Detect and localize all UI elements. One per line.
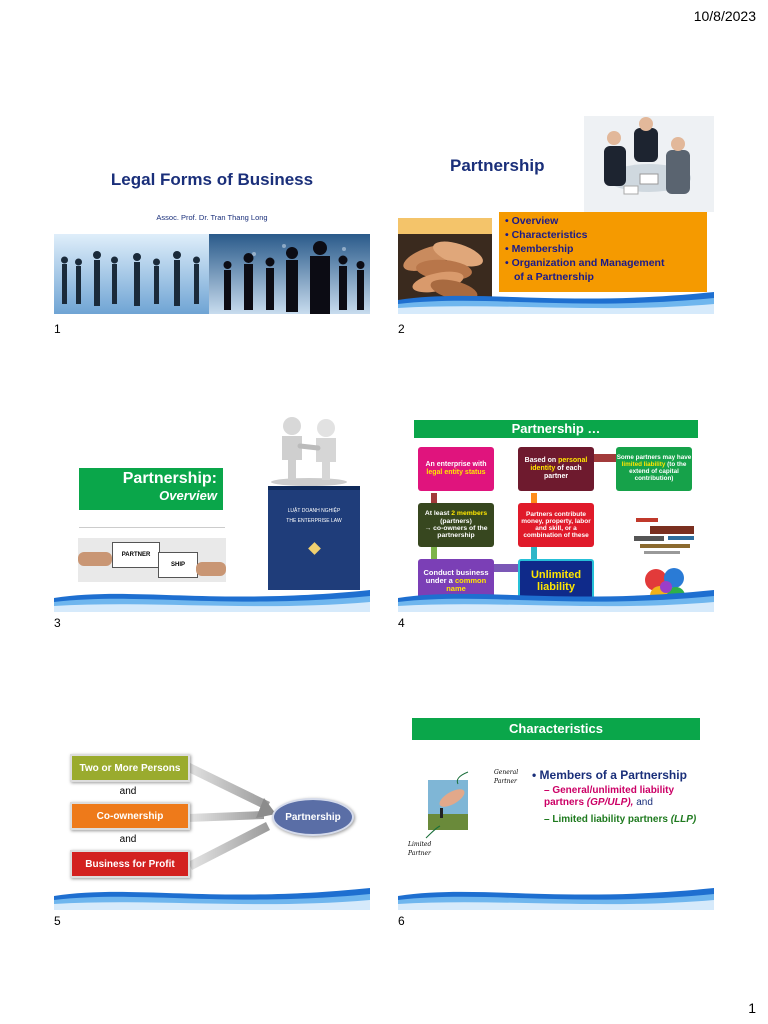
- sub-bullet-limited: – Limited liability partners (LLP): [544, 814, 697, 825]
- business-people-image: [54, 234, 370, 314]
- box-two-members: At least 2 members (partners)→ co-owners…: [418, 503, 494, 547]
- hand-right-icon: [196, 562, 226, 576]
- slide-2-bullets: • Overview • Characteristics • Membershi…: [499, 212, 707, 292]
- slide-6-number: 6: [398, 914, 405, 928]
- connector: [431, 547, 437, 559]
- wave-footer: [54, 888, 370, 910]
- wave-footer: [398, 888, 714, 910]
- and-label: and: [119, 834, 137, 845]
- box-contributions: Partners contribute money, property, lab…: [518, 503, 594, 547]
- slide-1-number: 1: [54, 322, 61, 336]
- connector: [531, 493, 537, 503]
- slide-6-title: Characteristics: [412, 718, 700, 740]
- box-limited-liability: Some partners may have limited liability…: [616, 447, 692, 491]
- bullet-item: • Overview: [505, 215, 559, 227]
- sub-bullet-general: – General/unlimited liability partners (…: [544, 785, 675, 808]
- puzzle-piece-right: SHIP: [158, 552, 198, 578]
- and-label: and: [119, 786, 137, 797]
- print-date: 10/8/2023: [693, 8, 756, 24]
- wave-footer: [54, 590, 370, 612]
- bullet-item: • Membership: [505, 243, 574, 255]
- slide-3-number: 3: [54, 616, 61, 630]
- partnership-ellipse: Partnership: [272, 798, 354, 836]
- bullet-item: • Organization and Management: [505, 257, 665, 269]
- slide-2-title: Partnership: [450, 156, 545, 175]
- bullet-item: • Characteristics: [505, 229, 588, 241]
- bullet-item: of a Partnership: [514, 271, 594, 283]
- label-limited-partner: Limited Partner: [408, 841, 432, 857]
- connector: [431, 493, 437, 503]
- box-co-ownership: Co-ownership: [70, 802, 190, 830]
- book-emblem-icon: [307, 542, 321, 555]
- slide-2-number: 2: [398, 322, 405, 336]
- puzzle-image: PARTNER SHIP: [78, 538, 226, 582]
- book-title-vn: LUẬT DOANH NGHIỆP: [287, 508, 341, 514]
- partners-illustration: [428, 780, 468, 830]
- slide-3-subtitle: Overview: [159, 488, 217, 503]
- enterprise-law-book: LUẬT DOANH NGHIỆP THE ENTERPRISE LAW: [268, 486, 360, 590]
- word-cloud-image: [630, 512, 702, 558]
- connector: [531, 547, 537, 559]
- slide-1-author: Assoc. Prof. Dr. Tran Thang Long: [156, 213, 268, 222]
- wave-footer: [398, 292, 714, 314]
- slide-3: Partnership: Overview PARTNER SHIP LUẬT …: [54, 412, 370, 612]
- slide-1: Legal Forms of Business Assoc. Prof. Dr.…: [54, 120, 370, 320]
- slide-4-number: 4: [398, 616, 405, 630]
- members-bullet: • Members of a Partnership: [532, 768, 687, 782]
- hand-left-icon: [78, 552, 112, 566]
- slide-1-title: Legal Forms of Business: [110, 170, 314, 189]
- connector: [594, 454, 616, 462]
- box-business-for-profit: Business for Profit: [70, 850, 190, 878]
- wave-footer: [398, 590, 714, 612]
- box-personal-identity: Based on personal identity of each partn…: [518, 447, 594, 491]
- slide-2: Partnership • Overview • Characteristics…: [398, 114, 714, 314]
- slide-5-number: 5: [54, 914, 61, 928]
- hands-together-photo: [398, 218, 492, 314]
- divider: [79, 527, 225, 528]
- slide-3-title-bar: Partnership: Overview: [79, 468, 223, 510]
- box-two-or-more-persons: Two or More Persons: [70, 754, 190, 782]
- puzzle-piece-left: PARTNER: [112, 542, 160, 568]
- slide-5: Two or More Persons and Co-ownership and…: [54, 710, 370, 910]
- meeting-photo: [584, 116, 714, 212]
- pointer-arrows: [425, 771, 469, 839]
- arrows: [184, 762, 276, 870]
- slide-3-title: Partnership:: [122, 470, 217, 487]
- slide-4-title: Partnership …: [414, 420, 698, 438]
- label-general-partner: General Partner: [494, 769, 519, 785]
- handshake-figures-icon: [271, 417, 347, 486]
- slide-6: Characteristics General Partner Limited …: [398, 710, 714, 910]
- connector: [494, 564, 518, 572]
- book-title-en: THE ENTERPRISE LAW: [286, 518, 342, 524]
- page-number: 1: [748, 1000, 756, 1016]
